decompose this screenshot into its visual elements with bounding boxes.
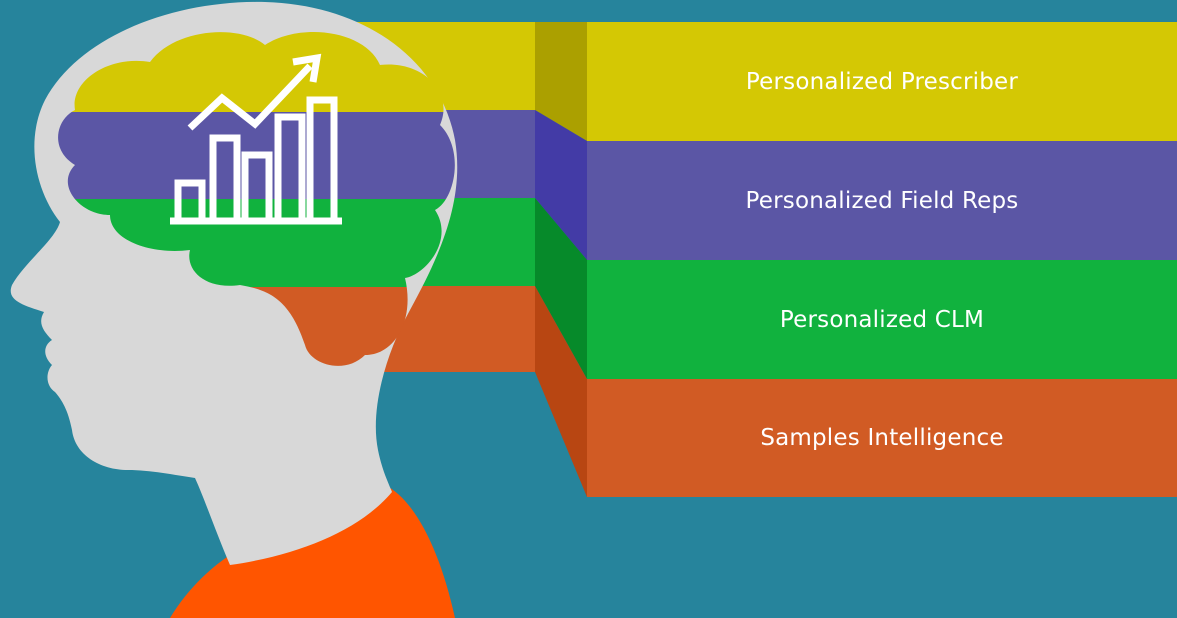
side-face-3	[535, 198, 587, 379]
front-band-4	[587, 379, 1177, 497]
front-band-3	[587, 260, 1177, 379]
side-face-2	[535, 110, 587, 260]
front-band-2	[587, 141, 1177, 260]
layer-label-personalized-field-reps: Personalized Field Reps	[745, 187, 1019, 214]
growth-chart-icon	[170, 53, 342, 225]
side-face-4	[535, 286, 587, 497]
layer-label-personalized-clm: Personalized CLM	[779, 306, 985, 333]
layer-label-samples-intelligence: Samples Intelligence	[760, 425, 1004, 451]
shirt	[170, 485, 455, 618]
layer-label-personalized-prescriber: Personalized Prescriber	[745, 68, 1019, 95]
front-band-1	[587, 22, 1177, 141]
side-face-1	[535, 22, 587, 141]
